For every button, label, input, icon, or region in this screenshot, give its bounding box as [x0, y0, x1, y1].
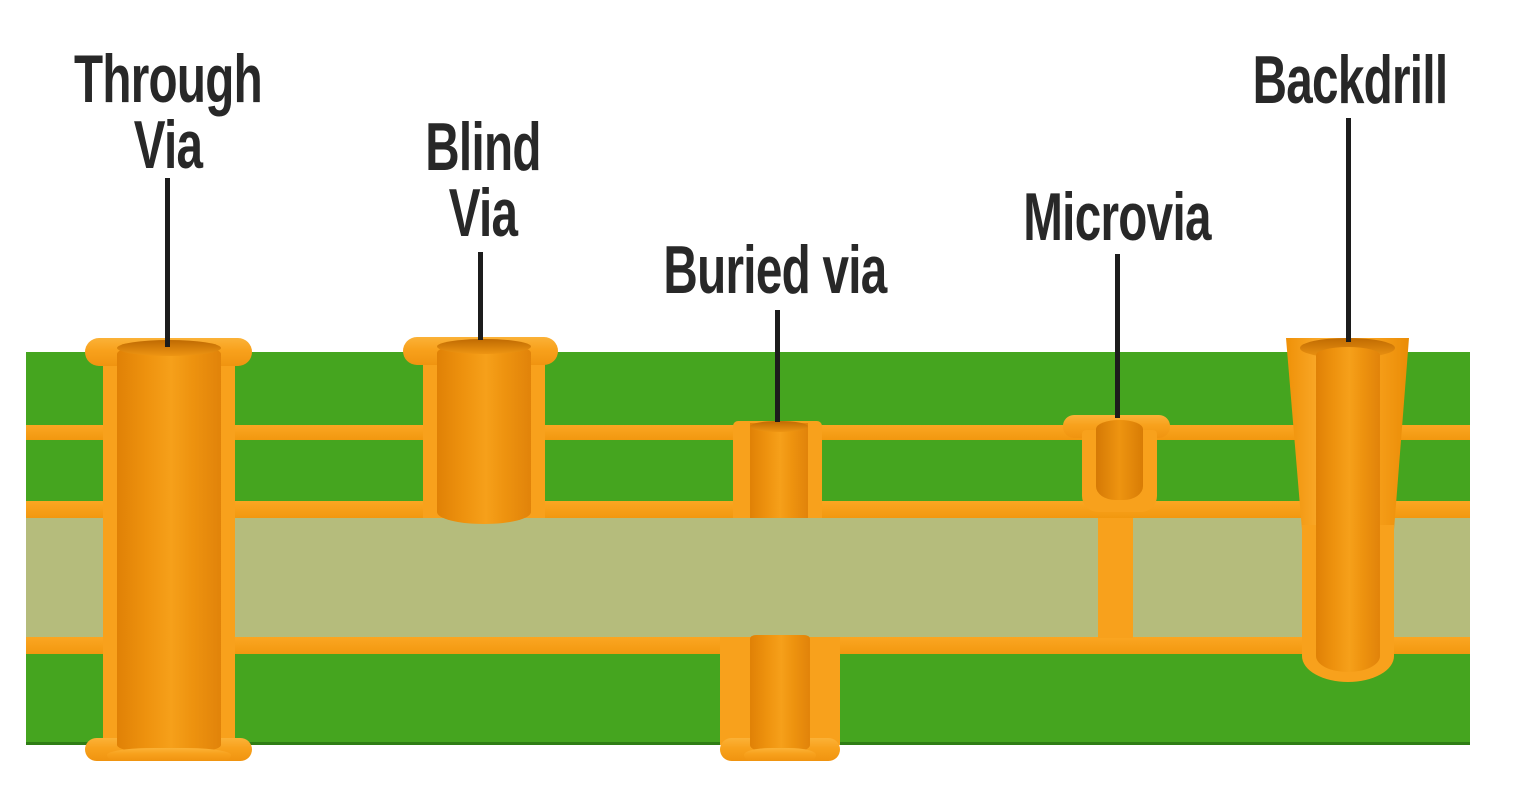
backdrill-leader-line [1346, 118, 1351, 342]
buried-via-hole-opening [750, 421, 808, 432]
microvia-leader-line [1115, 254, 1120, 418]
blind-via-barrel [437, 343, 531, 524]
buried-via-label: Buried via [663, 232, 887, 308]
through-via-bottom-pad-inner [107, 748, 231, 761]
blind-via-label: Blind Via [425, 109, 541, 251]
lower-via-bottom-pad-inner [744, 748, 816, 761]
through-via-leader-line [165, 178, 170, 347]
substrate-top-layer [26, 352, 1470, 425]
microvia-label: Microvia [1023, 179, 1211, 255]
buried-via-barrel [750, 423, 808, 518]
core-layer [26, 518, 1470, 637]
microvia-hole [1096, 420, 1143, 500]
backdrill-label: Backdrill [1252, 42, 1448, 118]
through-via-barrel [117, 344, 221, 754]
blind-via-hole-opening [437, 339, 531, 354]
backdrill-barrel [1316, 347, 1380, 672]
lower-via-barrel [750, 635, 810, 754]
through-via-hole-opening [117, 340, 221, 356]
through-via-label: Through Via [73, 41, 263, 183]
microvia-core-via [1098, 518, 1133, 638]
blind-via-leader-line [478, 252, 483, 340]
buried-via-leader-line [775, 310, 780, 422]
